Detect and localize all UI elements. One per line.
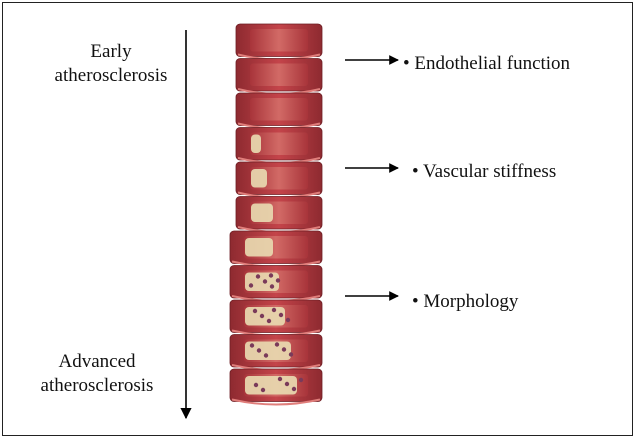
plaque-particle: [256, 274, 260, 278]
plaque-particle: [261, 388, 265, 392]
plaque-particle: [289, 352, 293, 356]
plaque-particle: [278, 377, 282, 381]
label-morphology: • Morphology: [412, 290, 518, 314]
plaque-particle: [264, 353, 268, 357]
plaque-particle: [285, 382, 289, 386]
plaque-deposit: [245, 307, 285, 326]
plaque-particle: [254, 383, 258, 387]
plaque-particle: [276, 278, 280, 282]
plaque-particle: [270, 284, 274, 288]
plaque-particle: [299, 378, 303, 382]
plaque-particle: [286, 318, 290, 322]
vessel-lumen: [250, 98, 308, 121]
plaque-particle: [263, 279, 267, 283]
plaque-particle: [282, 347, 286, 351]
plaque-particle: [272, 308, 276, 312]
plaque-particle: [269, 273, 273, 277]
vessel-lumen: [250, 29, 308, 52]
plaque-deposit: [251, 169, 267, 188]
plaque-particle: [267, 319, 271, 323]
plaque-particle: [253, 309, 257, 313]
plaque-particle: [257, 348, 261, 352]
label-vascular-stiffness: • Vascular stiffness: [412, 160, 556, 184]
plaque-particle: [250, 343, 254, 347]
plaque-deposit: [245, 238, 273, 257]
plaque-particle: [292, 387, 296, 391]
plaque-particle: [275, 342, 279, 346]
plaque-deposit: [245, 376, 297, 395]
plaque-particle: [260, 314, 264, 318]
plaque-deposit: [251, 204, 273, 223]
plaque-particle: [249, 283, 253, 287]
plaque-particle: [279, 313, 283, 317]
label-endothelial-function: • Endothelial function: [403, 52, 570, 76]
vessel-lumen: [250, 64, 308, 87]
plaque-deposit: [251, 135, 261, 154]
plaque-deposit: [245, 273, 279, 292]
vessel-illustration: [230, 24, 322, 405]
